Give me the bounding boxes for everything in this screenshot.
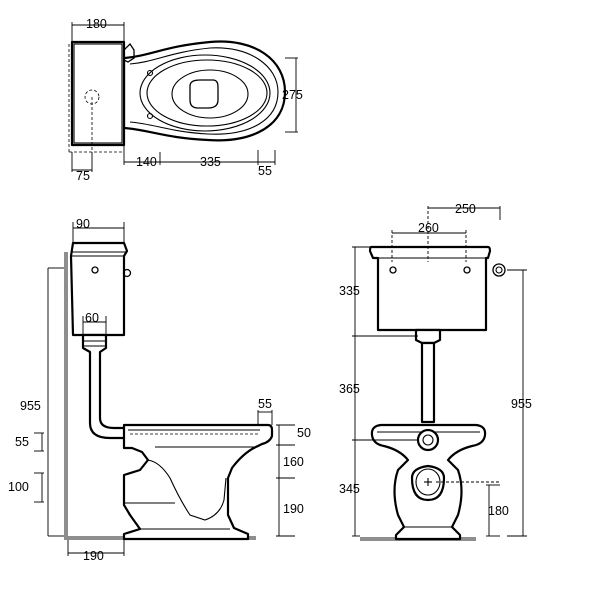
front-tank xyxy=(368,245,492,332)
top-tank-handle xyxy=(123,42,135,63)
dim-top-rim-extra: 55 xyxy=(258,164,272,178)
side-flush-pipe xyxy=(81,333,130,440)
top-bowl-opening xyxy=(171,69,249,119)
top-view: 180 275 140 335 55 75 xyxy=(68,17,303,183)
side-bowl xyxy=(122,423,274,541)
dim-top-outlet-offset: 75 xyxy=(76,169,90,183)
side-tank xyxy=(69,241,129,337)
dim-top-bowl-length: 335 xyxy=(200,155,221,169)
side-tank-lever xyxy=(122,268,132,278)
front-dimensions xyxy=(352,206,527,537)
side-wall xyxy=(64,252,68,540)
dim-side-pedestal-height: 190 xyxy=(283,502,304,516)
dim-front-tank-height: 335 xyxy=(339,284,360,298)
dim-side-bowl-height: 160 xyxy=(283,455,304,469)
dim-side-total-height: 955 xyxy=(20,399,41,413)
dim-front-tank-width-inner: 260 xyxy=(418,221,439,235)
front-tank-valve xyxy=(492,263,506,277)
side-view: 90 60 955 55 55 100 50 160 190 190 xyxy=(8,217,311,563)
dim-side-rim-thickness: 50 xyxy=(297,426,311,440)
top-bowl-rim xyxy=(129,47,279,135)
front-view: 250 260 335 365 345 955 180 xyxy=(339,202,532,541)
top-dimensions xyxy=(71,22,298,172)
front-flush-pipe xyxy=(420,341,436,424)
side-dimensions xyxy=(34,222,295,556)
dim-front-pipe-height: 365 xyxy=(339,382,360,396)
dim-front-total-height: 955 xyxy=(511,397,532,411)
front-inlet xyxy=(416,428,440,452)
dim-front-bowl-height: 345 xyxy=(339,482,360,496)
dim-side-inlet-height: 55 xyxy=(15,435,29,449)
dim-side-tank-depth: 90 xyxy=(76,217,90,231)
top-bowl-outlet xyxy=(189,79,219,109)
front-tank-fitting xyxy=(414,328,442,345)
dim-top-bowl-depth: 275 xyxy=(282,88,303,102)
dim-side-base-depth: 190 xyxy=(83,549,104,563)
dim-top-tank-width: 180 xyxy=(86,17,107,31)
dim-side-flush-pipe: 60 xyxy=(85,311,99,325)
dim-top-tank-offset: 140 xyxy=(136,155,157,169)
top-bowl-seat-inner xyxy=(146,59,268,127)
dim-front-outlet-height: 180 xyxy=(488,504,509,518)
top-bowl-seat xyxy=(139,54,271,132)
dim-front-tank-width-outer: 250 xyxy=(455,202,476,216)
dim-side-rim-overhang: 55 xyxy=(258,397,272,411)
dim-side-outlet-height: 100 xyxy=(8,480,29,494)
